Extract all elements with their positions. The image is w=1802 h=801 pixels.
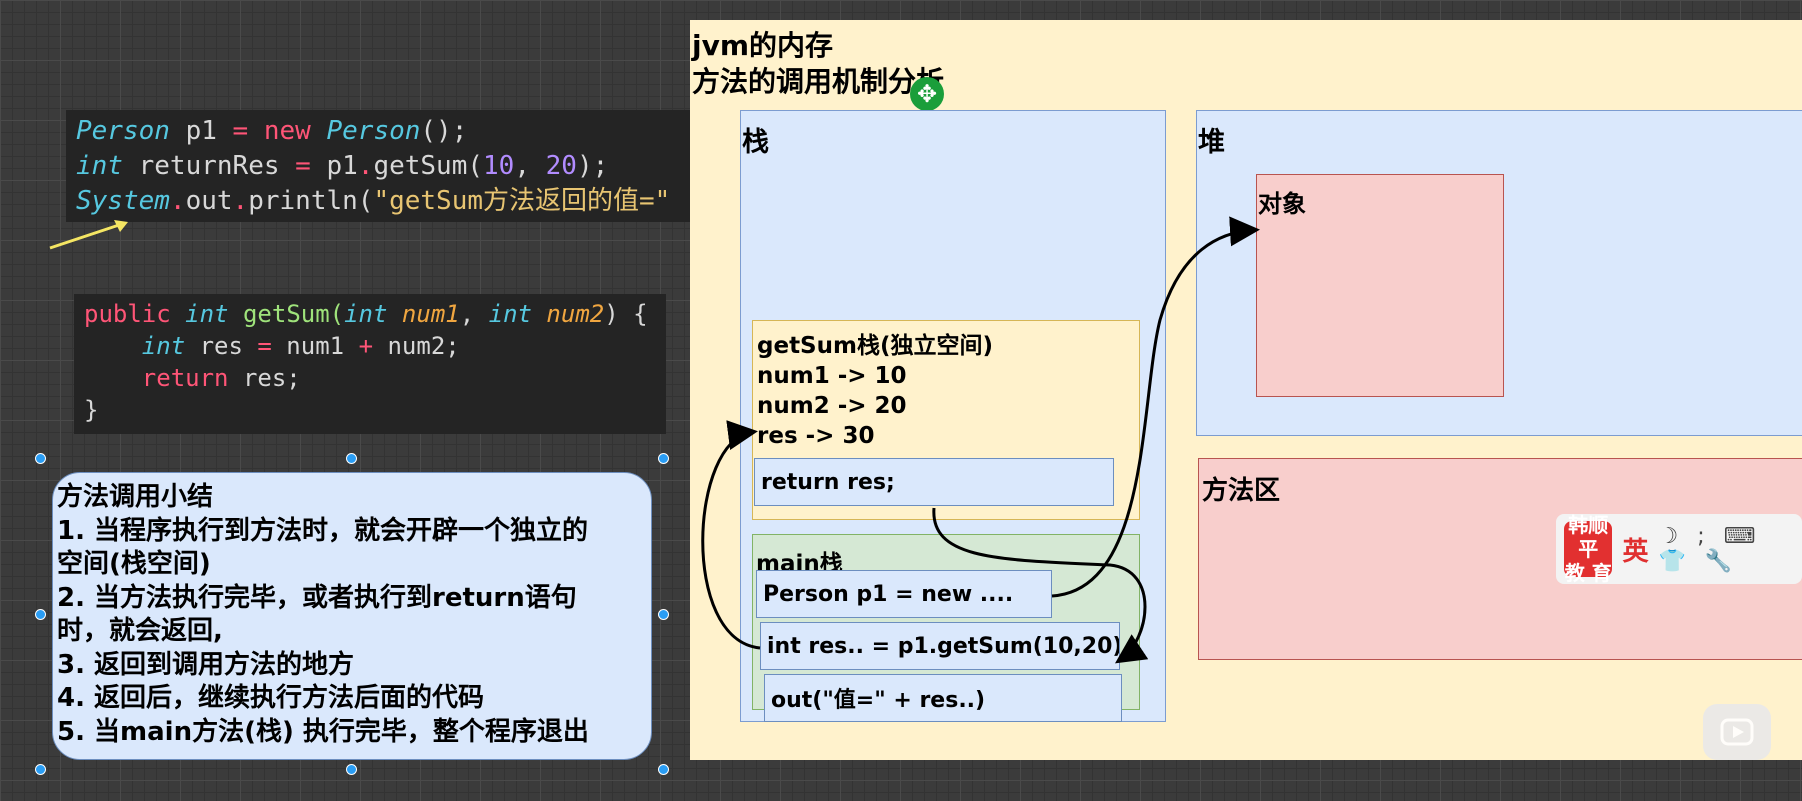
main-cell-new-person: Person p1 = new .... [756, 570, 1052, 618]
return-arrow [932, 507, 1149, 664]
summary-line: 3. 返回到调用方法的地方 [57, 649, 355, 680]
new-object-arrow [1051, 216, 1260, 598]
method-line-3: return res; [141, 364, 301, 392]
code-line-3: System.out.println("getSum方法返回的值=" [76, 186, 671, 216]
resize-handle[interactable] [35, 609, 46, 620]
diagram-title: jvm的内存 方法的调用机制分析 [692, 28, 944, 100]
frame-line: num2 -> 20 [757, 393, 907, 419]
resize-handle[interactable] [658, 453, 669, 464]
code-line-1: Person p1 = new Person(); [76, 116, 468, 146]
heap-object [1256, 174, 1504, 397]
frame-line: num1 -> 10 [757, 363, 907, 389]
object-label: 对象 [1258, 190, 1306, 218]
method-line-1: public int getSum(int num1, int num2) { [84, 300, 648, 328]
summary-title: 方法调用小结 [57, 482, 214, 512]
frame-line: res -> 30 [757, 423, 875, 449]
call-arrow [701, 420, 761, 650]
play-icon [1720, 718, 1754, 746]
method-line-4: } [84, 396, 99, 424]
main-cell-call-getsum: int res.. = p1.getSum(10,20) [760, 622, 1120, 670]
main-cell-print: out("值=" + res..) [764, 674, 1122, 722]
summary-box[interactable]: 方法调用小结 1. 当程序执行到方法时，就会开辟一个独立的 空间(栈空间) 2.… [52, 472, 652, 760]
code-line-2: int returnRes = p1.getSum(10, 20); [76, 151, 609, 181]
stack-label: 栈 [742, 127, 769, 158]
brand-logo: 韩顺平 教 育 [1564, 513, 1613, 585]
return-res-cell: return res; [754, 458, 1114, 506]
play-button[interactable] [1703, 704, 1771, 760]
diagram-title-line: jvm的内存 [692, 29, 834, 62]
resize-handle[interactable] [346, 764, 357, 775]
method-line-2: int res = num1 + num2; [141, 332, 460, 360]
resize-handle[interactable] [658, 764, 669, 775]
diagram-title-line: 方法的调用机制分析 [692, 65, 945, 98]
summary-line: 空间(栈空间) [57, 549, 211, 579]
resize-handle[interactable] [35, 764, 46, 775]
ime-language-indicator[interactable]: 英 [1622, 536, 1649, 567]
move-cursor-icon: ✥ [910, 77, 944, 111]
resize-handle[interactable] [346, 453, 357, 464]
summary-line: 1. 当程序执行到方法时，就会开辟一个独立的 [57, 515, 589, 546]
heap-label: 堆 [1198, 127, 1225, 158]
resize-handle[interactable] [658, 609, 669, 620]
summary-line: 时，就会返回, [57, 616, 223, 646]
summary-line: 5. 当main方法(栈) 执行完毕，整个程序退出 [57, 716, 589, 747]
summary-line: 4. 返回后，继续执行方法后面的代码 [57, 683, 485, 713]
resize-handle[interactable] [35, 453, 46, 464]
method-area-label: 方法区 [1202, 476, 1281, 506]
pointer-arrow-icon [49, 220, 128, 250]
code-snippet-method: public int getSum(int num1, int num2) { … [74, 294, 666, 434]
code-snippet-call: Person p1 = new Person(); int returnRes … [66, 110, 718, 222]
ime-toolbar-icons[interactable]: ☽ ; ⌨ 👕 🔧 [1658, 524, 1762, 574]
brand-ime-overlay: 韩顺平 教 育 英 ☽ ; ⌨ 👕 🔧 [1556, 513, 1802, 585]
summary-line: 2. 当方法执行完毕，或者执行到return语句 [57, 582, 577, 613]
frame-line: getSum栈(独立空间) [757, 333, 993, 359]
